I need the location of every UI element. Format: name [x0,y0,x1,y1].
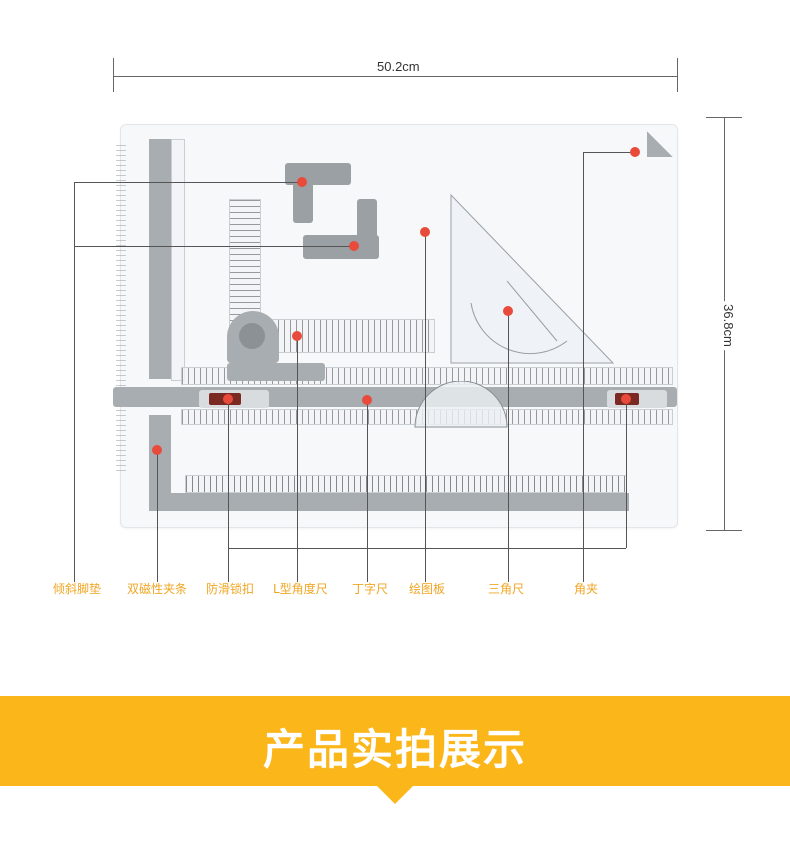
vertical-clear-strip [171,139,185,381]
label-drawing-board: 绘图板 [409,582,446,596]
label-l-ruler: L型角度尺 [273,582,328,596]
lower-vertical-bar [149,415,171,510]
leader-board [425,232,426,582]
leader-t-square [367,400,368,582]
label-corner-clip: 角夹 [574,582,599,596]
vertical-slide-bar [149,139,171,379]
width-dimension-left-tick [113,58,114,92]
marker-triangle [503,306,513,316]
banner-title: 产品实拍展示 [262,725,527,774]
leader-corner-clip [583,152,584,582]
marker-corner-clip [630,147,640,157]
t-square-head-bar [113,387,677,407]
l-ruler-protractor-head[interactable] [227,311,279,363]
leader-bottom-bracket [228,548,626,549]
label-anti-slip-lock: 防滑锁扣 [206,582,255,596]
leader-tilt-pad [74,182,75,582]
label-tilt-pad: 倾斜脚垫 [53,582,102,596]
anti-slip-lock-left[interactable] [199,390,269,408]
leader-lock [228,399,229,582]
corner-clip-top-right[interactable] [647,131,673,157]
section-banner: 产品实拍展示 [0,696,790,786]
banner-arrow-icon [377,786,413,804]
l-ruler-horizontal [271,319,435,353]
corner-clip-piece-1b[interactable] [293,183,313,223]
triangle-ruler-svg [450,193,615,364]
width-dimension-line [113,76,677,77]
label-triangle: 三角尺 [488,582,525,596]
l-ruler-base [227,363,325,381]
label-t-square: 丁字尺 [352,582,389,596]
left-scale [116,145,126,475]
leader-triangle [508,311,509,582]
leader-magnetic [157,450,158,582]
bottom-horizontal-bar [149,493,629,511]
label-magnetic-strip: 双磁性夹条 [127,582,188,596]
leader-l-ruler [297,336,298,582]
width-dimension-right-tick [677,58,678,92]
marker-board [420,227,430,237]
width-dimension-label: 50.2cm [373,59,424,74]
bottom-ruler [185,475,627,493]
protractor-svg [414,381,508,428]
leader-right-lock [626,399,627,548]
drawing-board [113,124,678,528]
height-dimension-bottom-tick [706,530,742,531]
leader-tilt-pad-h2 [74,246,354,247]
marker-clip-1 [297,177,307,187]
marker-magnetic [152,445,162,455]
anti-slip-lock-right[interactable] [607,390,667,408]
marker-t-square [362,395,372,405]
marker-l-ruler [292,331,302,341]
marker-lock-left [223,394,233,404]
height-dimension-label: 36.8cm [720,301,736,350]
marker-lock-right [621,394,631,404]
corner-clip-piece-2b[interactable] [357,199,377,239]
corner-clip-piece-2[interactable] [303,235,379,259]
leader-tilt-pad-h1 [74,182,302,183]
leader-corner-clip-h [583,152,635,153]
marker-clip-2 [349,241,359,251]
